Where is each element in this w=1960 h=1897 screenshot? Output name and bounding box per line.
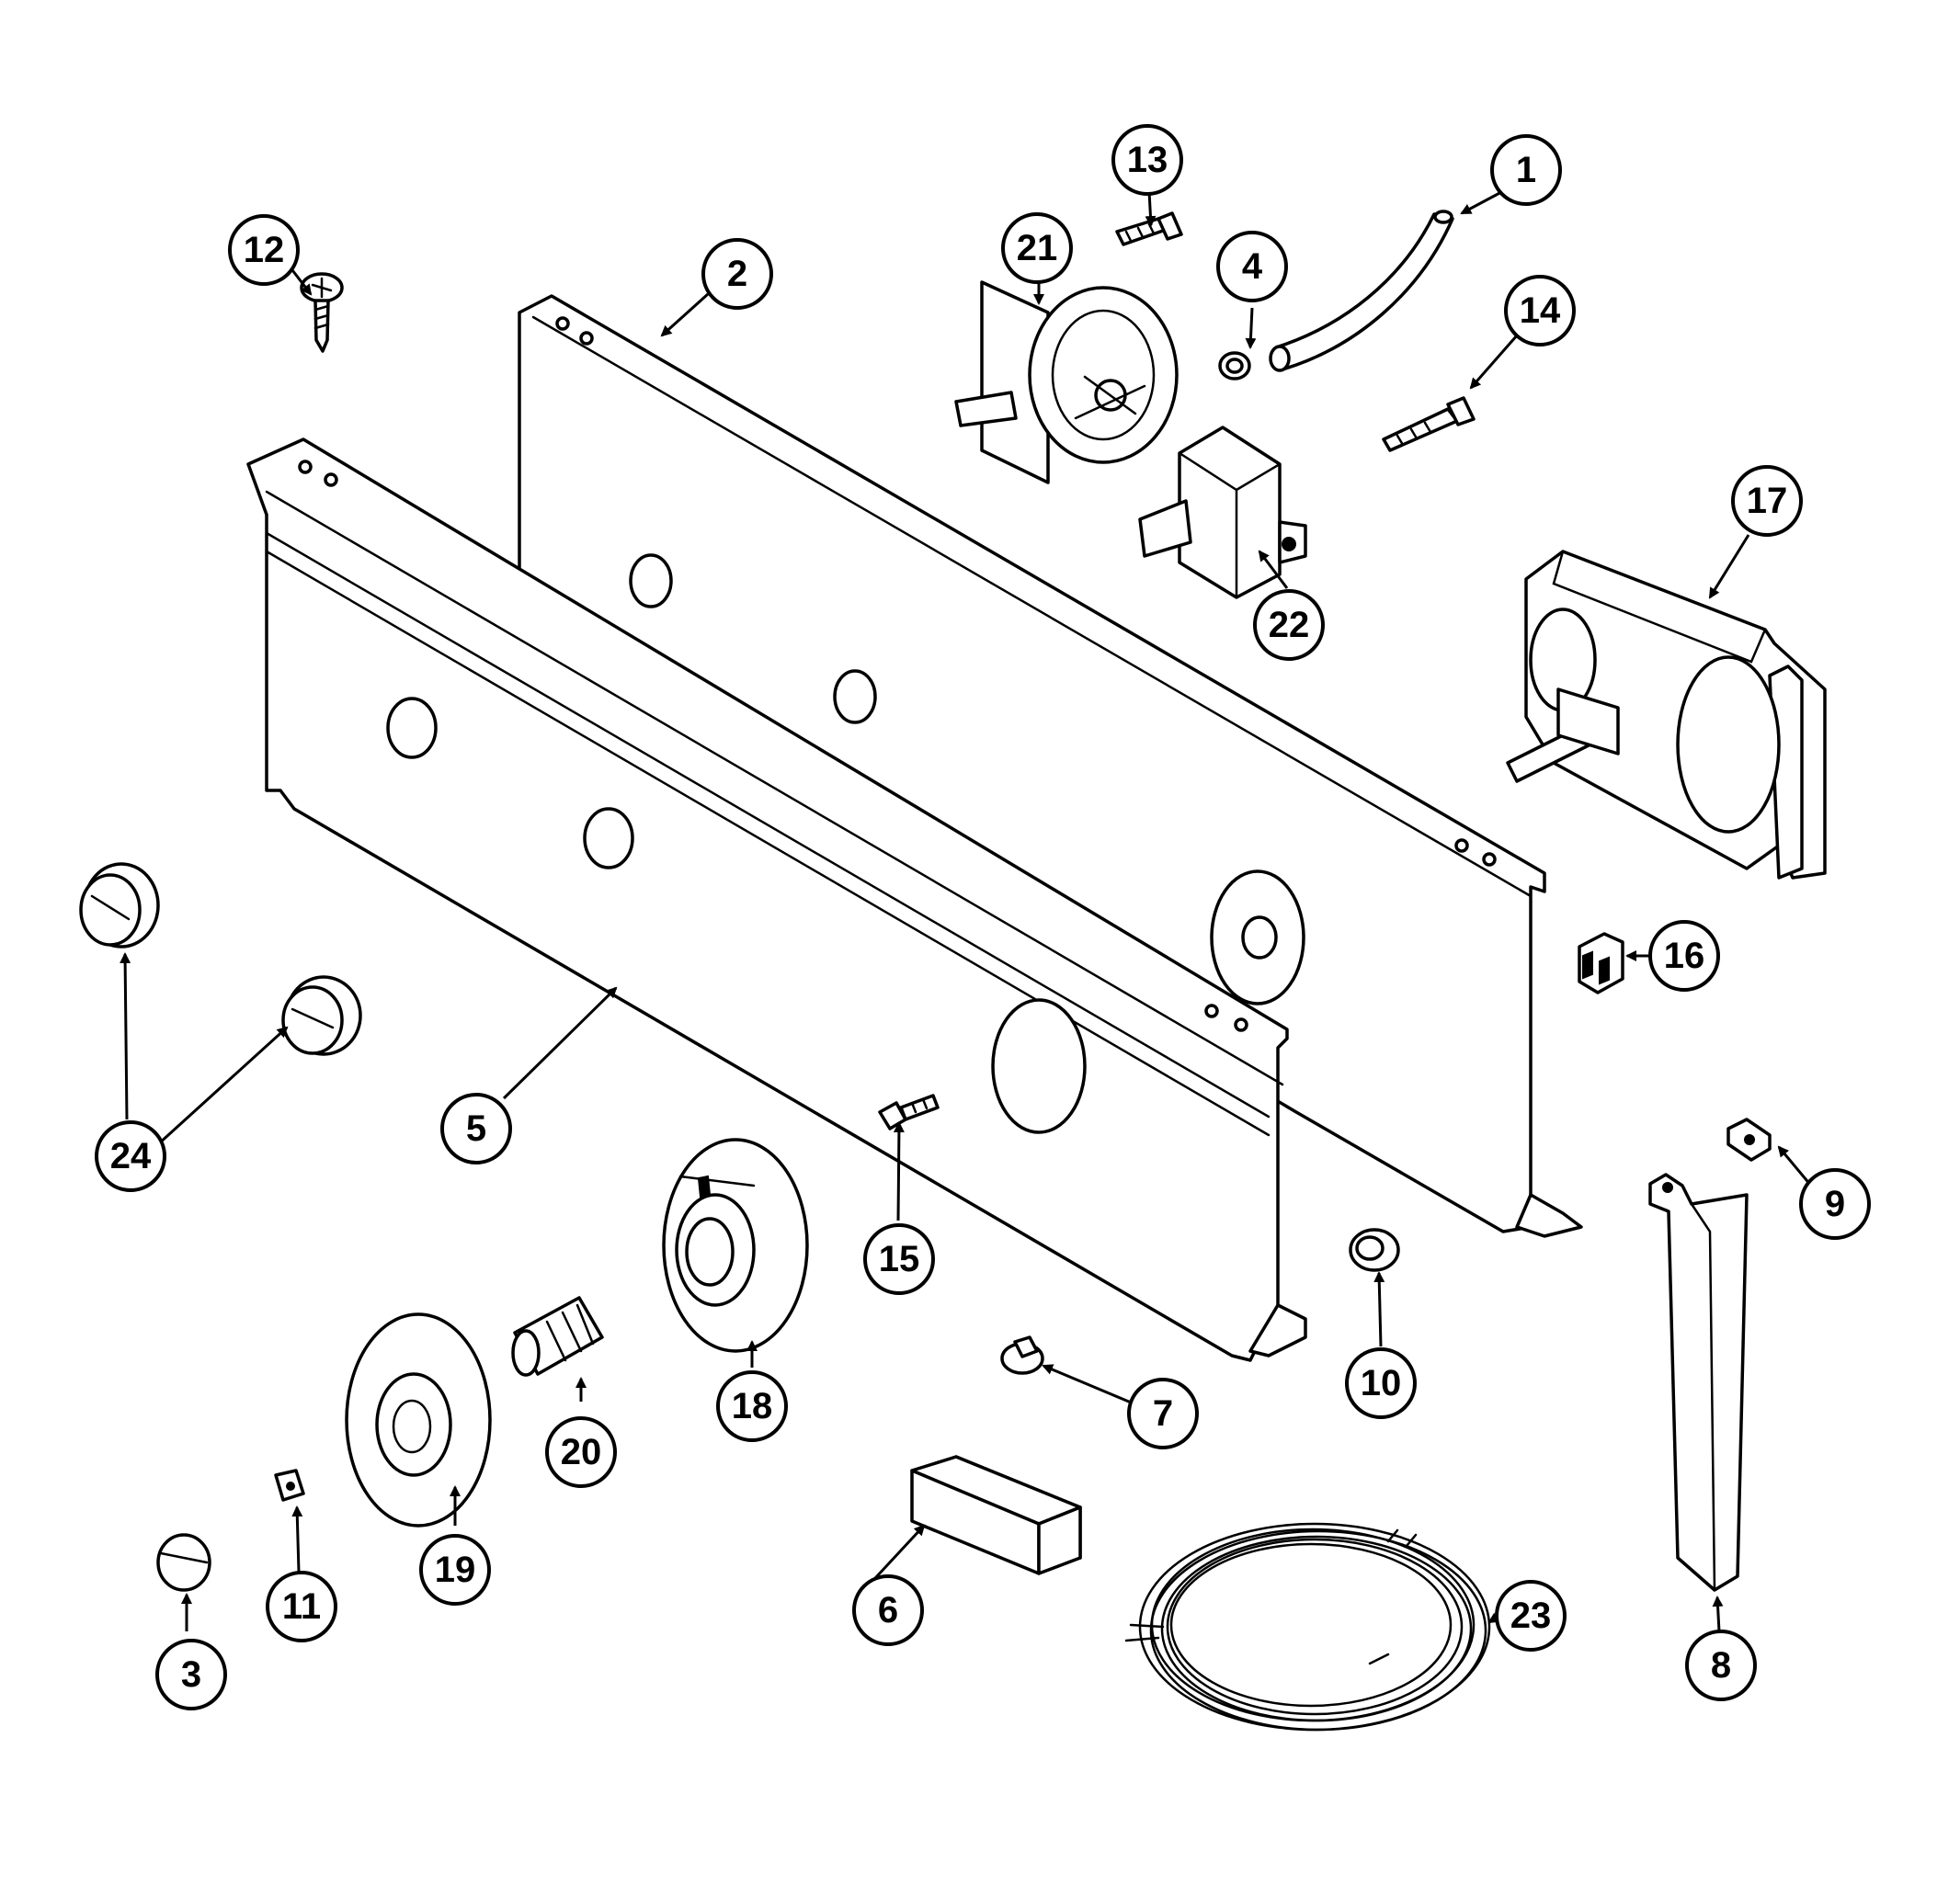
svg-text:16: 16 [1664, 936, 1705, 976]
callout-11: 11 [266, 1571, 337, 1642]
dial-part-19 [345, 1312, 492, 1528]
screw-part-12 [300, 272, 344, 353]
screw-part-14 [1382, 396, 1476, 452]
spring-part [511, 1296, 604, 1377]
callout-3: 3 [155, 1639, 227, 1710]
svg-text:23: 23 [1510, 1596, 1552, 1636]
plug-part [1000, 1335, 1044, 1375]
svg-text:19: 19 [435, 1550, 476, 1590]
svg-text:3: 3 [181, 1654, 201, 1695]
svg-text:21: 21 [1017, 228, 1058, 268]
callout-21: 21 [1001, 212, 1073, 284]
callout-2: 2 [701, 238, 773, 310]
svg-text:15: 15 [879, 1239, 920, 1279]
callout-15: 15 [863, 1223, 935, 1295]
svg-text:4: 4 [1242, 246, 1263, 287]
callout-6: 6 [852, 1574, 924, 1646]
callout-18: 18 [716, 1370, 788, 1442]
svg-text:24: 24 [110, 1136, 152, 1176]
side-bracket-part [1648, 1173, 1749, 1592]
knob-part-upper [79, 862, 160, 948]
hose-part [1269, 210, 1454, 372]
svg-text:6: 6 [878, 1590, 898, 1630]
callouts: 1 2 3 4 5 6 7 8 9 10 11 12 13 14 15 16 1… [95, 124, 1871, 1710]
svg-text:12: 12 [244, 230, 285, 270]
dial-part [662, 1138, 809, 1353]
callout-17: 17 [1731, 465, 1803, 537]
clamp-part [1218, 351, 1251, 381]
callout-10: 10 [1345, 1347, 1417, 1419]
grommet-part [1349, 1228, 1400, 1272]
callout-12: 12 [228, 214, 300, 286]
callout-22: 22 [1253, 589, 1325, 661]
selector-switch-part [1138, 426, 1307, 599]
wire-harness-part [1124, 1522, 1491, 1732]
clip-part-11 [274, 1469, 305, 1502]
svg-text:7: 7 [1153, 1393, 1173, 1434]
door-switch-part [1578, 932, 1624, 994]
callout-1: 1 [1490, 134, 1562, 206]
svg-text:11: 11 [282, 1586, 321, 1627]
svg-text:5: 5 [466, 1108, 486, 1149]
svg-text:20: 20 [561, 1432, 602, 1472]
callout-23: 23 [1495, 1580, 1567, 1652]
callout-19: 19 [419, 1534, 491, 1606]
svg-text:13: 13 [1127, 140, 1168, 180]
pressure-switch-part [954, 280, 1179, 484]
callout-7: 7 [1127, 1378, 1199, 1449]
front-panel-part [246, 437, 1307, 1362]
screw-part-13 [1115, 211, 1183, 246]
svg-text:17: 17 [1747, 481, 1788, 521]
svg-text:9: 9 [1825, 1184, 1845, 1224]
svg-text:10: 10 [1361, 1363, 1402, 1403]
callout-5: 5 [440, 1093, 512, 1164]
svg-text:18: 18 [732, 1386, 773, 1426]
svg-text:8: 8 [1711, 1645, 1731, 1686]
handle-part [910, 1455, 1082, 1575]
callout-24: 24 [95, 1120, 166, 1192]
callout-20: 20 [545, 1416, 617, 1488]
button-part [156, 1533, 211, 1592]
clip-nut-part-9 [1726, 1118, 1772, 1162]
knob-part-lower [281, 975, 362, 1056]
callout-16: 16 [1648, 920, 1720, 992]
svg-text:1: 1 [1516, 150, 1536, 190]
callout-13: 13 [1111, 124, 1183, 196]
svg-text:14: 14 [1520, 290, 1561, 331]
leader-lines [120, 189, 1813, 1632]
svg-text:22: 22 [1269, 605, 1310, 645]
svg-text:2: 2 [727, 254, 747, 294]
timer-part [1506, 550, 1827, 880]
callout-9: 9 [1799, 1168, 1871, 1240]
callout-14: 14 [1504, 275, 1576, 346]
callout-8: 8 [1685, 1630, 1757, 1701]
rear-panel-part [518, 294, 1583, 1238]
callout-4: 4 [1216, 231, 1288, 302]
